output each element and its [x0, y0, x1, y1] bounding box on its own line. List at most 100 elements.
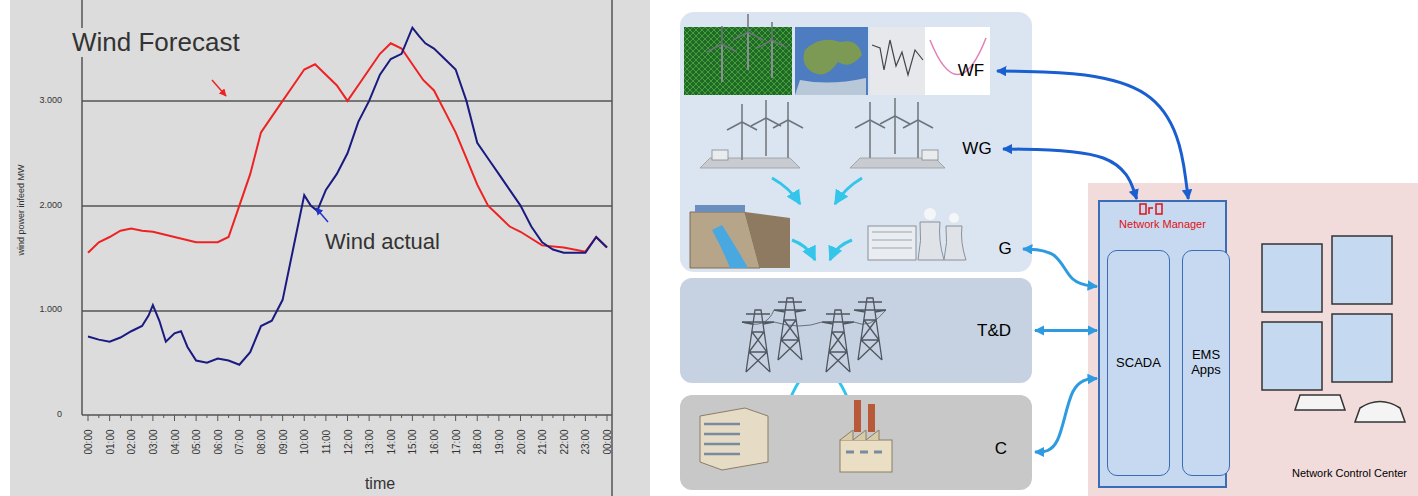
- x-tick: [542, 415, 543, 421]
- node-label: WF: [955, 61, 987, 81]
- x-tick: [163, 415, 164, 418]
- wind-farms: [700, 98, 945, 168]
- x-tick-label: 19:00: [493, 429, 504, 454]
- x-tick: [358, 415, 359, 418]
- x-tick: [488, 415, 489, 418]
- x-tick: [596, 415, 597, 418]
- x-tick-label: 16:00: [429, 429, 440, 454]
- node-label: C: [992, 439, 1010, 459]
- x-tick-label: 23:00: [580, 429, 591, 454]
- x-tick: [531, 415, 532, 418]
- x-tick: [315, 415, 316, 418]
- x-tick: [304, 415, 305, 421]
- manager-icon: [1140, 204, 1162, 214]
- x-tick: [250, 415, 251, 418]
- x-tick: [325, 415, 326, 421]
- x-tick-label: 06:00: [212, 429, 223, 454]
- data-link-arrow: [1003, 149, 1137, 199]
- x-tick-label: 02:00: [126, 429, 137, 454]
- x-tick: [282, 415, 283, 421]
- x-tick-label: 09:00: [277, 429, 288, 454]
- data-link-arrow: [1035, 329, 1097, 332]
- x-tick: [423, 415, 424, 418]
- x-tick: [206, 415, 207, 418]
- forecast-thumbnails: [684, 14, 990, 95]
- control-center-panel: [1088, 183, 1418, 496]
- row-label: WG: [954, 136, 1000, 162]
- x-tick: [293, 415, 294, 418]
- node-label: G: [995, 239, 1014, 259]
- x-tick: [574, 415, 575, 418]
- x-tick: [434, 415, 435, 421]
- x-tick: [271, 415, 272, 418]
- x-tick-label: 08:00: [256, 429, 267, 454]
- x-tick: [185, 415, 186, 418]
- office-building: [700, 408, 768, 470]
- x-tick: [174, 415, 175, 421]
- axis-title: time: [365, 475, 395, 493]
- x-tick-label: 15:00: [407, 429, 418, 454]
- power-plant: [868, 208, 966, 260]
- consumer-band: [680, 395, 1032, 490]
- node-label: SCADA: [1113, 356, 1164, 371]
- x-tick-label: 03:00: [147, 429, 158, 454]
- series-label: Wind actual: [325, 230, 440, 254]
- x-tick: [347, 415, 348, 421]
- node-label: T&D: [974, 321, 1014, 341]
- x-tick: [455, 415, 456, 421]
- node-label: EMS Apps: [1183, 348, 1229, 378]
- network-manager-box: Network ManagerSCADAEMS Apps: [1098, 200, 1227, 488]
- x-tick-label: 20:00: [515, 429, 526, 454]
- x-tick-label: 04:00: [169, 429, 180, 454]
- control-center: Network Control CenterNetwork ManagerSCA…: [1088, 183, 1418, 496]
- x-tick: [509, 415, 510, 418]
- transmission-band: T&D: [680, 278, 1032, 383]
- x-tick: [585, 415, 586, 421]
- x-tick: [412, 415, 413, 421]
- chart-panel: [10, 0, 650, 496]
- actual-line: [88, 28, 607, 365]
- series-label: Wind Forecast: [70, 28, 242, 57]
- x-tick: [369, 415, 370, 421]
- x-tick-label: 07:00: [234, 429, 245, 454]
- x-tick: [336, 415, 337, 418]
- x-tick: [607, 415, 608, 421]
- y-tick-label: 1.000: [39, 305, 62, 315]
- x-tick: [152, 415, 153, 421]
- factory: [840, 400, 892, 472]
- x-tick: [109, 415, 110, 421]
- x-tick-label: 01:00: [104, 429, 115, 454]
- x-tick: [239, 415, 240, 421]
- x-tick: [520, 415, 521, 421]
- x-tick: [477, 415, 478, 421]
- x-tick-label: 17:00: [450, 429, 461, 454]
- y-tick-label: 0: [57, 410, 62, 420]
- y-tick-label: 2.000: [39, 201, 62, 211]
- x-tick: [261, 415, 262, 421]
- operator-workstation: [1262, 236, 1405, 422]
- x-tick-label: 11:00: [320, 430, 331, 454]
- x-tick: [390, 415, 391, 421]
- generation-band: [680, 12, 1032, 272]
- x-tick-label: 00:00: [602, 429, 613, 454]
- x-tick: [444, 415, 445, 418]
- x-tick-label: 00:00: [83, 429, 94, 454]
- hydro-dam: [690, 205, 790, 268]
- transmission-band: [680, 278, 1032, 383]
- x-tick: [228, 415, 229, 418]
- x-tick-label: 14:00: [385, 429, 396, 454]
- pylons: [742, 298, 886, 372]
- x-tick: [120, 415, 121, 418]
- y-tick-label: 3.000: [39, 96, 62, 106]
- x-tick: [88, 415, 89, 421]
- row-label: WF: [948, 58, 994, 84]
- row-label: G: [990, 236, 1020, 262]
- axis-title: wind power infeed MW: [17, 164, 27, 255]
- x-tick-label: 05:00: [191, 429, 202, 454]
- data-link-arrow: [1023, 249, 1097, 286]
- x-tick: [217, 415, 218, 421]
- x-tick-label: 10:00: [299, 429, 310, 454]
- x-tick: [498, 415, 499, 421]
